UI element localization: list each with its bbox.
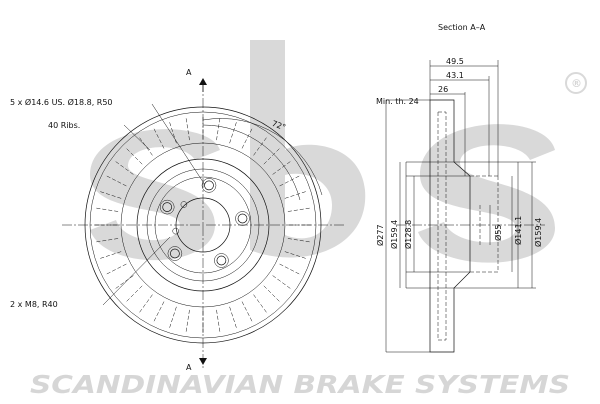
dia-159-4-left: Ø159.4 [389, 220, 399, 249]
vent-rib [272, 275, 293, 290]
vent-rib [241, 301, 254, 324]
section-mark-bottom: A [186, 363, 192, 372]
dia-55: Ø55 [493, 225, 503, 241]
vent-rib [216, 309, 221, 334]
vent-rib [253, 294, 268, 315]
bolt-hole [214, 253, 229, 268]
bolt-hole [235, 211, 250, 226]
dia-159-4-right: Ø159.4 [533, 218, 543, 247]
bolt-hole-bore [162, 202, 173, 212]
vent-rib [113, 275, 134, 290]
vent-rib [279, 174, 302, 187]
vent-rib [229, 306, 238, 330]
vent-rib [138, 294, 153, 315]
bolt-hole-bore [237, 213, 248, 224]
width-dim-49-5: 49.5 [446, 57, 464, 66]
bolt-hole-bore [204, 180, 214, 191]
bolt-hole-bore [170, 248, 180, 259]
section-mark-top: A [186, 68, 192, 77]
bolt-hole [167, 246, 183, 261]
bolt-hole [201, 178, 217, 193]
thread-hole [180, 201, 188, 208]
vent-rib [104, 174, 127, 187]
bolt-leader [151, 103, 206, 186]
company-watermark-text: SCANDINAVIAN BRAKE SYSTEMS [30, 370, 570, 399]
vent-rib [94, 238, 119, 243]
bolt-hole-note: 5 x Ø14.6 US. Ø18.8, R50 [10, 97, 113, 107]
vent-rib [98, 251, 122, 260]
vent-rib [104, 263, 127, 276]
width-dim-26: 26 [438, 85, 448, 94]
vent-rib [152, 126, 165, 149]
vent-rib [113, 160, 134, 175]
min-thickness-note: Min. th. 24 [376, 97, 419, 106]
thread-leader [102, 236, 171, 306]
registered-mark: ® [571, 77, 582, 90]
vent-rib [98, 190, 122, 199]
vent-rib [168, 306, 177, 330]
vent-rib [152, 301, 165, 324]
vent-ribs [93, 115, 313, 335]
vent-rib [94, 207, 119, 212]
vent-rib [272, 160, 293, 175]
vent-rib [229, 120, 238, 144]
vent-rib [284, 251, 308, 260]
dia-128-8: Ø128.8 [403, 220, 413, 249]
vent-rib [125, 285, 143, 303]
vent-rib [253, 135, 268, 156]
sbs-watermark-logo: ® [90, 40, 587, 263]
dia-141-1: Ø141.1 [513, 216, 523, 245]
vent-rib [185, 116, 190, 141]
vent-rib [284, 190, 308, 199]
ribs-note: 40 Ribs. [48, 121, 80, 130]
bolt-hole-bore [216, 255, 227, 266]
dia-277: Ø277 [375, 224, 385, 246]
ribs-leader [123, 124, 151, 151]
vent-rib [287, 238, 312, 243]
vent-rib [263, 285, 281, 303]
bolt-hole [159, 199, 175, 215]
disc-section-view [385, 60, 545, 353]
vent-rib [216, 116, 221, 141]
vent-rib [287, 207, 312, 212]
thread-hole [172, 227, 179, 235]
vent-rib [241, 126, 254, 149]
vent-rib [279, 263, 302, 276]
thread-hole-note: 2 x M8, R40 [10, 300, 58, 309]
bolt-holes [159, 178, 250, 268]
vent-rib [125, 147, 143, 165]
disc-front-view [62, 78, 345, 368]
section-title: Section A–A [438, 23, 486, 32]
vent-rib [263, 147, 281, 165]
width-dim-43-1: 43.1 [446, 71, 464, 80]
vent-rib [185, 309, 190, 334]
